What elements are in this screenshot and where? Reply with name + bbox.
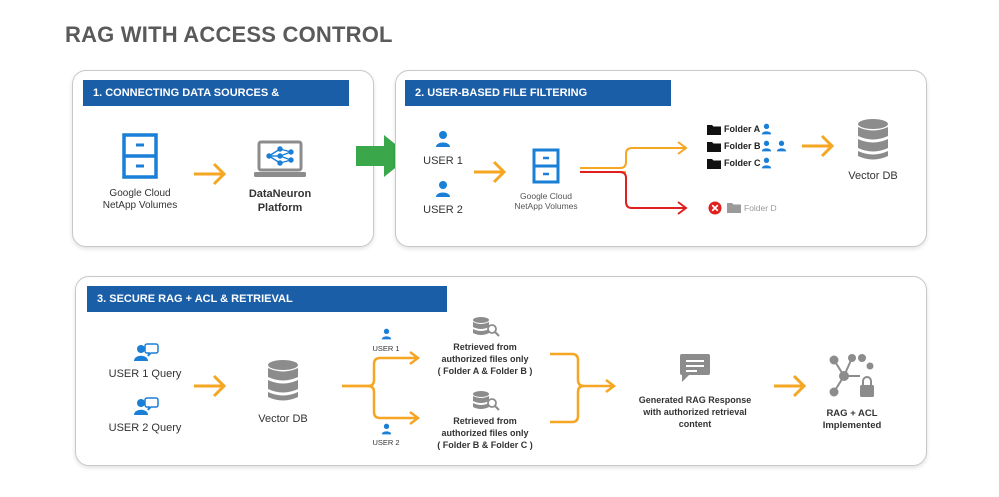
query2-label: USER 2 Query xyxy=(108,422,182,434)
response-line3: content xyxy=(678,419,712,429)
arrow-right-icon xyxy=(194,374,227,398)
user-icon xyxy=(436,181,450,197)
database-icon xyxy=(858,119,888,160)
retrieved1-line3: ( Folder A & Folder B ) xyxy=(437,366,533,376)
branch-arrows xyxy=(342,351,421,425)
platform-label-line2: Platform xyxy=(257,202,303,214)
final-line2: Implemented xyxy=(822,420,882,431)
retrieved2-line1: Retrieved from xyxy=(453,416,517,426)
page-title: RAG WITH ACCESS CONTROL xyxy=(65,22,393,47)
user-query-icon xyxy=(134,397,159,415)
storage-cabinet-icon xyxy=(532,148,560,184)
final-line1: RAG + ACL xyxy=(826,408,878,419)
chat-response-icon xyxy=(680,354,710,382)
user-icon xyxy=(381,328,392,340)
retrieved1-line2: authorized files only xyxy=(441,354,529,364)
vector-db-label: Vector DB xyxy=(848,170,898,182)
branch-user2-label: USER 2 xyxy=(372,438,400,447)
database-icon xyxy=(268,360,298,401)
panel2-header: 2. USER-BASED FILE FILTERING xyxy=(405,80,671,106)
merge-arrows xyxy=(550,352,617,424)
source-label-line2: NetApp Volumes xyxy=(102,200,178,211)
query1-label: USER 1 Query xyxy=(108,368,182,380)
folder-icon xyxy=(727,203,741,213)
retrieved2-line3: ( Folder B & Folder C ) xyxy=(437,440,533,450)
panel3-header: 3. SECURE RAG + ACL & RETRIEVAL xyxy=(87,286,447,312)
user-icon xyxy=(436,131,450,147)
source-label-line1: Google Cloud xyxy=(109,188,171,199)
retrieved1-line1: Retrieved from xyxy=(453,342,517,352)
branch-arrows xyxy=(580,141,688,215)
folder-d-label: Folder D xyxy=(744,203,777,213)
arrow-right-icon xyxy=(802,134,835,158)
db-search-icon xyxy=(473,391,500,411)
laptop-network-icon xyxy=(254,140,306,177)
source-label-line2: NetApp Volumes xyxy=(514,201,578,211)
user-icon xyxy=(381,423,392,435)
response-line2: with authorized retrieval xyxy=(643,407,747,417)
branch-user1-label: USER 1 xyxy=(372,344,400,353)
folder-icon xyxy=(707,159,721,169)
folder-icon xyxy=(707,125,721,135)
network-lock-icon xyxy=(829,354,874,397)
user-icon xyxy=(761,123,772,135)
user-icon xyxy=(761,140,772,152)
source-label-line1: Google Cloud xyxy=(520,191,572,201)
response-line1: Generated RAG Response xyxy=(638,395,752,405)
user-query-icon xyxy=(134,343,159,361)
user2-label: USER 2 xyxy=(423,204,463,216)
folder-c-label: Folder C xyxy=(724,158,761,168)
arrow-right-icon xyxy=(194,162,227,186)
platform-label-line1: DataNeuron xyxy=(248,188,312,200)
user-icon xyxy=(761,157,772,169)
storage-cabinet-icon xyxy=(122,133,158,179)
folder-b-label: Folder B xyxy=(724,141,761,151)
user1-label: USER 1 xyxy=(423,155,463,167)
retrieved2-line2: authorized files only xyxy=(441,428,529,438)
folder-icon xyxy=(707,142,721,152)
arrow-right-icon xyxy=(474,160,507,184)
db-search-icon xyxy=(473,317,500,337)
folder-a-label: Folder A xyxy=(724,124,761,134)
user-icon xyxy=(776,140,787,152)
arrow-right-icon xyxy=(774,374,807,398)
denied-icon xyxy=(708,201,722,215)
vector-db-label: Vector DB xyxy=(258,413,308,425)
panel1-header: 1. CONNECTING DATA SOURCES & PERMISSIONS xyxy=(83,80,349,125)
